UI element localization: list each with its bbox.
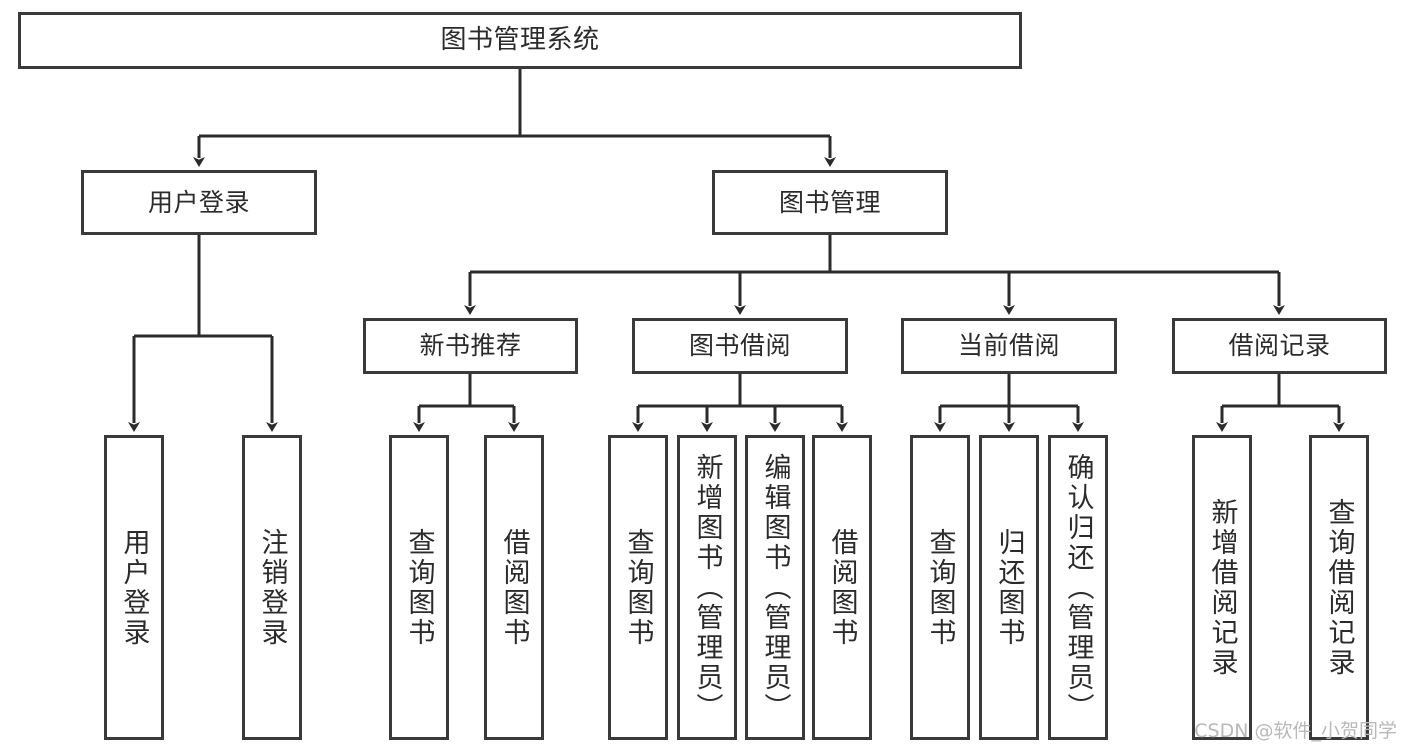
- leaf-borrow-borrow-book[interactable]: 借阅图书: [812, 435, 872, 740]
- node-new-book-recommend-label: 新书推荐: [419, 331, 522, 361]
- leaf-borrow-add-book-admin-label: 新增图书（管理员）: [691, 452, 723, 723]
- leaf-newbook-borrow-book[interactable]: 借阅图书: [484, 435, 544, 740]
- node-book-borrow[interactable]: 图书借阅: [632, 318, 848, 374]
- leaf-current-return-book[interactable]: 归还图书: [979, 435, 1039, 740]
- leaf-current-confirm-return-admin[interactable]: 确认归还（管理员）: [1048, 435, 1108, 740]
- node-book-borrow-label: 图书借阅: [688, 331, 791, 361]
- leaf-newbook-query-book[interactable]: 查询图书: [389, 435, 449, 740]
- leaf-current-confirm-return-admin-label: 确认归还（管理员）: [1062, 452, 1094, 723]
- leaf-user-login[interactable]: 用户登录: [104, 435, 164, 740]
- leaf-current-query-book-label: 查询图书: [924, 527, 956, 648]
- node-root[interactable]: 图书管理系统: [18, 12, 1022, 69]
- leaf-borrow-edit-book-admin-label: 编辑图书（管理员）: [759, 452, 791, 723]
- leaf-newbook-borrow-book-label: 借阅图书: [498, 527, 530, 648]
- node-borrow-records[interactable]: 借阅记录: [1172, 318, 1387, 374]
- node-root-label: 图书管理系统: [440, 25, 600, 56]
- node-current-borrow-label: 当前借阅: [957, 331, 1060, 361]
- leaf-records-add-record-label: 新增借阅记录: [1206, 497, 1238, 678]
- leaf-records-query-record-label: 查询借阅记录: [1323, 497, 1355, 678]
- leaf-logout[interactable]: 注销登录: [242, 435, 302, 740]
- leaf-borrow-query-book-label: 查询图书: [622, 527, 654, 648]
- leaf-user-login-label: 用户登录: [118, 527, 150, 648]
- leaf-borrow-edit-book-admin[interactable]: 编辑图书（管理员）: [745, 435, 805, 740]
- node-user-login[interactable]: 用户登录: [81, 170, 317, 235]
- node-book-management-label: 图书管理: [778, 187, 881, 217]
- node-user-login-label: 用户登录: [147, 187, 250, 217]
- leaf-borrow-borrow-book-label: 借阅图书: [826, 527, 858, 648]
- leaf-current-query-book[interactable]: 查询图书: [910, 435, 970, 740]
- node-borrow-records-label: 借阅记录: [1228, 331, 1331, 361]
- node-new-book-recommend[interactable]: 新书推荐: [363, 318, 578, 374]
- node-current-borrow[interactable]: 当前借阅: [901, 318, 1117, 374]
- csdn-watermark: CSDN @软件_小贺同学: [1194, 720, 1397, 742]
- leaf-records-add-record[interactable]: 新增借阅记录: [1192, 435, 1252, 740]
- leaf-borrow-add-book-admin[interactable]: 新增图书（管理员）: [677, 435, 737, 740]
- leaf-current-return-book-label: 归还图书: [993, 527, 1025, 648]
- leaf-newbook-query-book-label: 查询图书: [403, 527, 435, 648]
- leaf-records-query-record[interactable]: 查询借阅记录: [1309, 435, 1369, 740]
- leaf-borrow-query-book[interactable]: 查询图书: [608, 435, 668, 740]
- node-book-management[interactable]: 图书管理: [712, 170, 948, 235]
- leaf-logout-label: 注销登录: [256, 527, 288, 648]
